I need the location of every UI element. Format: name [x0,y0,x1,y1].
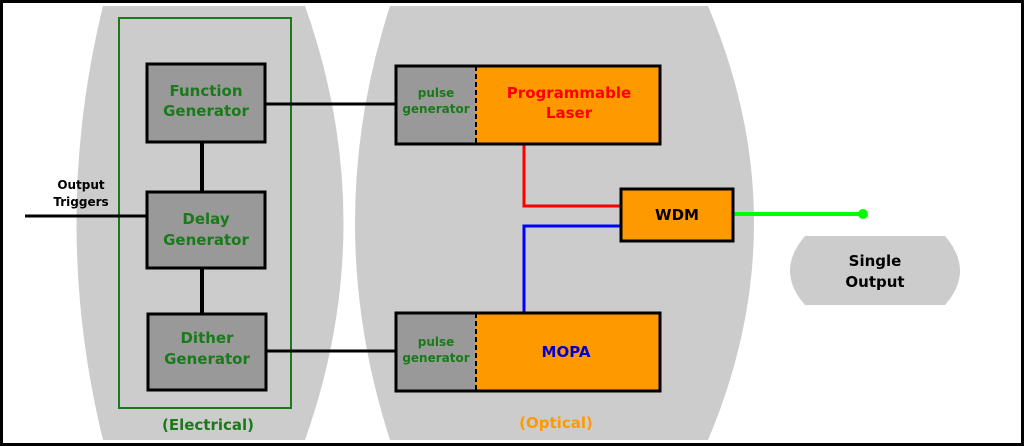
mopa-pulse-generator-box [396,313,476,391]
laser-pulse-generator-box [396,66,476,144]
output-triggers-label-2: Triggers [53,195,108,209]
mopa-block-outline [394,311,662,393]
laser-pulse-generator-label-2: generator [402,102,469,116]
dither-generator-label-2: Generator [164,350,250,368]
laser-to-wdm-fiber [522,144,621,208]
output-triggers-label-1: Output [57,178,105,192]
laser-block-outline [394,64,662,146]
delay-generator-label-2: Generator [163,231,249,249]
dither-generator-label-1: Dither [180,329,234,347]
mopa-box [476,313,660,391]
delay-generator-label-1: Delay [182,210,229,228]
programmable-laser-box [476,66,660,144]
single-output-shape [790,236,960,305]
function-generator-box [145,62,267,144]
wdm-box [619,187,735,243]
single-output-label-2: Output [845,273,904,291]
electrical-group-border [118,17,292,409]
programmable-laser-label-1: Programmable [507,84,631,102]
dither-generator-box [146,312,268,392]
function-generator-label-1: Function [169,82,242,100]
mopa-pulse-generator-label-2: generator [402,351,469,365]
wdm-label: WDM [655,206,699,224]
output-fiber-end [858,209,868,219]
single-output-label-1: Single [849,252,902,270]
optical-label: (Optical) [519,414,593,432]
laser-pulse-generator-label-1: pulse [418,86,455,100]
function-generator-label-2: Generator [163,102,249,120]
delay-generator-box [145,190,267,270]
programmable-laser-label-2: Laser [546,104,593,122]
mopa-pulse-generator-label-1: pulse [418,335,455,349]
mopa-to-wdm-fiber [522,224,621,313]
mopa-label: MOPA [542,343,591,361]
electrical-label: (Electrical) [162,416,254,434]
